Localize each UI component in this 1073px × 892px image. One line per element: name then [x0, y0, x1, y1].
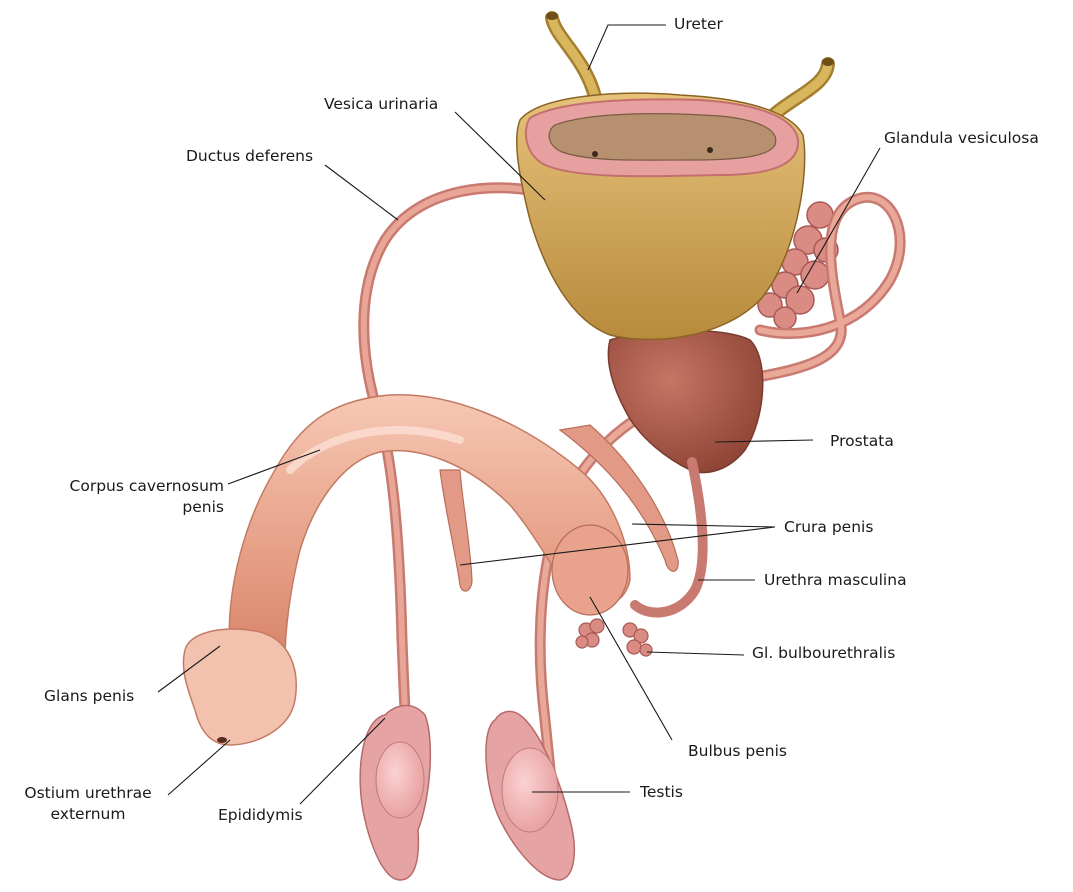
bulbus-penis	[552, 525, 628, 615]
label-ostium-urethrae-externum: Ostium urethrae externum	[8, 783, 168, 825]
label-glandula-vesiculosa: Glandula vesiculosa	[884, 128, 1039, 149]
label-corpus-cavernosum-line2: penis	[36, 497, 224, 518]
crus-penis-left	[440, 470, 472, 591]
leader-bulbus-penis	[590, 597, 672, 740]
label-glans-penis: Glans penis	[44, 686, 134, 707]
leader-ureter	[588, 25, 666, 70]
glans-penis	[183, 629, 296, 745]
testis-right	[486, 711, 574, 880]
label-urethra-masculina: Urethra masculina	[764, 570, 907, 591]
label-ureter: Ureter	[674, 14, 723, 35]
leader-ductus-deferens	[325, 165, 398, 220]
label-ductus-deferens: Ductus deferens	[186, 146, 313, 167]
label-crura-penis: Crura penis	[784, 517, 873, 538]
gl-bulbourethralis	[576, 619, 652, 656]
label-prostata: Prostata	[830, 431, 894, 452]
label-ostium-line1: Ostium urethrae	[8, 783, 168, 804]
label-bulbus-penis: Bulbus penis	[688, 741, 787, 762]
leader-gl-bulbourethralis	[647, 652, 744, 655]
label-corpus-cavernosum-line1: Corpus cavernosum	[36, 476, 224, 497]
prostata	[608, 331, 762, 473]
label-vesica-urinaria: Vesica urinaria	[324, 94, 438, 115]
label-ostium-line2: externum	[8, 804, 168, 825]
label-gl-bulbourethralis: Gl. bulbourethralis	[752, 643, 895, 664]
label-epididymis: Epididymis	[218, 805, 303, 826]
label-corpus-cavernosum-penis: Corpus cavernosum penis	[36, 476, 224, 518]
ostium-urethrae-externum	[217, 737, 227, 743]
label-testis: Testis	[640, 782, 683, 803]
leader-ostium	[168, 740, 230, 795]
